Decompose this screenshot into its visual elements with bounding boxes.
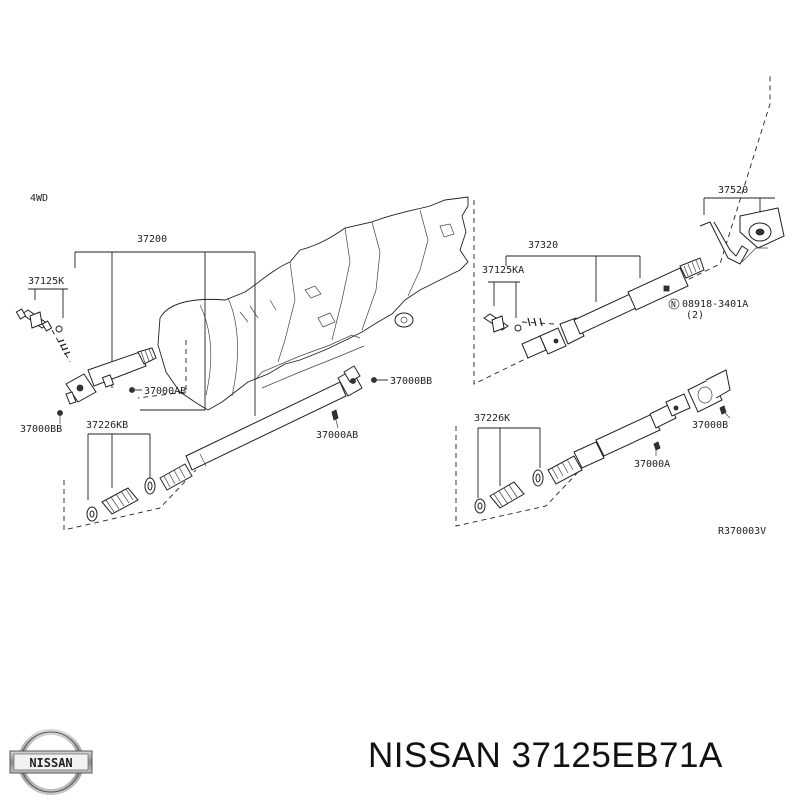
label-37125k: 37125K [28, 276, 64, 287]
rear-bolts: 37000B 37000A [634, 405, 731, 470]
label-37520: 37520 [718, 185, 748, 196]
variant-label: 4WD [30, 193, 48, 204]
label-37200: 37200 [137, 234, 167, 245]
label-37320: 37320 [528, 240, 558, 251]
rear-dashed-frame [473, 74, 771, 385]
nissan-logo-icon: NISSAN [9, 729, 93, 795]
label-08918-3401a: 08918-3401A [682, 299, 748, 310]
label-37000a: 37000A [634, 459, 670, 470]
journal-kit-front: 37125K [15, 276, 71, 363]
rear-lower-shaft [547, 369, 731, 485]
part-number-caption: NISSAN 37125EB71A [368, 736, 723, 775]
bracket-37200: 37200 [74, 234, 256, 416]
label-37226k: 37226K [474, 413, 510, 424]
center-bearing: 37520 [699, 185, 785, 265]
label-37000ab-front: 37000AB [144, 386, 186, 397]
nut-callout: N 08918-3401A (2) [663, 285, 748, 321]
label-37000ab-mid: 37000AB [316, 430, 358, 441]
front-dashed-box [137, 340, 187, 399]
front-short-shaft [65, 347, 157, 405]
rear-upper-shaft [521, 257, 705, 359]
figure-code: R370003V [718, 526, 766, 537]
nut-prefix: N [671, 300, 676, 309]
journal-kit-rear: 37125KA [482, 265, 555, 333]
label-37000bb-mid: 37000BB [390, 376, 432, 387]
front-bolts: 37000AB 37000BB [20, 386, 186, 435]
label-37000bb-front: 37000BB [20, 424, 62, 435]
transmission-housing [157, 196, 469, 411]
logo-text: NISSAN [29, 756, 72, 770]
boot-kit-front: 37226KB [63, 420, 197, 531]
label-nut-qty: (2) [686, 310, 704, 321]
label-37000b: 37000B [692, 420, 728, 431]
mid-bolts: 37000BB 37000AB [316, 376, 432, 441]
front-propeller-shaft [185, 365, 363, 471]
label-37125ka: 37125KA [482, 265, 524, 276]
bracket-37320: 37320 [505, 240, 641, 302]
label-37226kb: 37226KB [86, 420, 128, 431]
boot-kit-rear: 37226K [455, 413, 581, 527]
